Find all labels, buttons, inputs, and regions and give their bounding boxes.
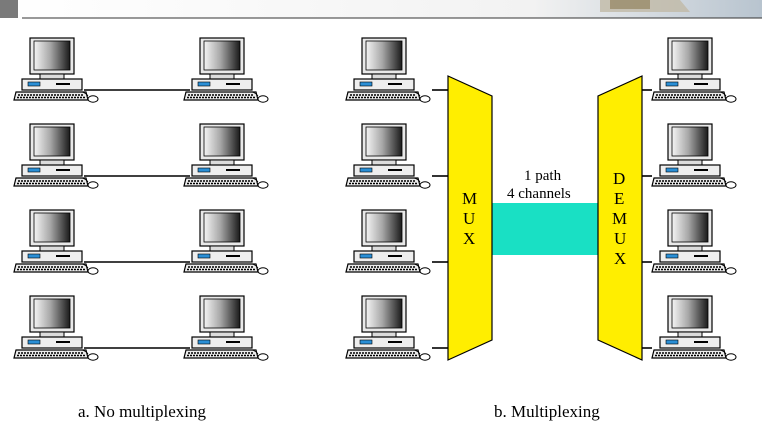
computer-left-b-4-icon bbox=[183, 295, 269, 362]
computer-receiver-3-icon bbox=[651, 209, 737, 276]
left-panel bbox=[13, 37, 269, 362]
computer-left-a-4-icon bbox=[13, 295, 99, 362]
mux-letter-3: X bbox=[463, 229, 475, 248]
path-label-line1: 1 path bbox=[524, 168, 562, 184]
path-label-line2: 4 channels bbox=[507, 186, 571, 202]
corner-emblem-box bbox=[610, 0, 650, 9]
shared-path-band bbox=[488, 203, 602, 255]
computer-left-a-2-icon bbox=[13, 123, 99, 189]
demux-letter-3: M bbox=[612, 209, 627, 228]
computer-receiver-2-icon bbox=[651, 123, 737, 189]
computer-left-a-3-icon bbox=[13, 209, 99, 276]
computer-left-b-1-icon bbox=[183, 37, 269, 103]
demux-letter-4: U bbox=[614, 229, 626, 248]
computer-left-a-1-icon bbox=[13, 37, 99, 103]
mux-block bbox=[447, 75, 493, 361]
computer-sender-4-icon bbox=[345, 295, 431, 362]
computer-left-b-3-icon bbox=[183, 209, 269, 276]
computer-left-b-2-icon bbox=[183, 123, 269, 189]
top-bar bbox=[0, 0, 762, 18]
computer-receiver-4-icon bbox=[651, 295, 737, 362]
demux-block bbox=[597, 75, 643, 361]
caption-no-multiplexing: a. No multiplexing bbox=[78, 402, 206, 421]
caption-multiplexing: b. Multiplexing bbox=[494, 402, 600, 421]
computer-sender-1-icon bbox=[345, 37, 431, 103]
demux-letter-1: D bbox=[613, 169, 625, 188]
demux-letter-5: X bbox=[614, 249, 626, 268]
corner-block-icon bbox=[0, 0, 18, 18]
demux-letter-2: E bbox=[614, 189, 624, 208]
right-panel bbox=[345, 37, 737, 362]
computer-sender-3-icon bbox=[345, 209, 431, 276]
computer-receiver-1-icon bbox=[651, 37, 737, 103]
mux-letter-2: U bbox=[463, 209, 475, 228]
mux-letter-1: M bbox=[462, 189, 477, 208]
computer-sender-2-icon bbox=[345, 123, 431, 189]
